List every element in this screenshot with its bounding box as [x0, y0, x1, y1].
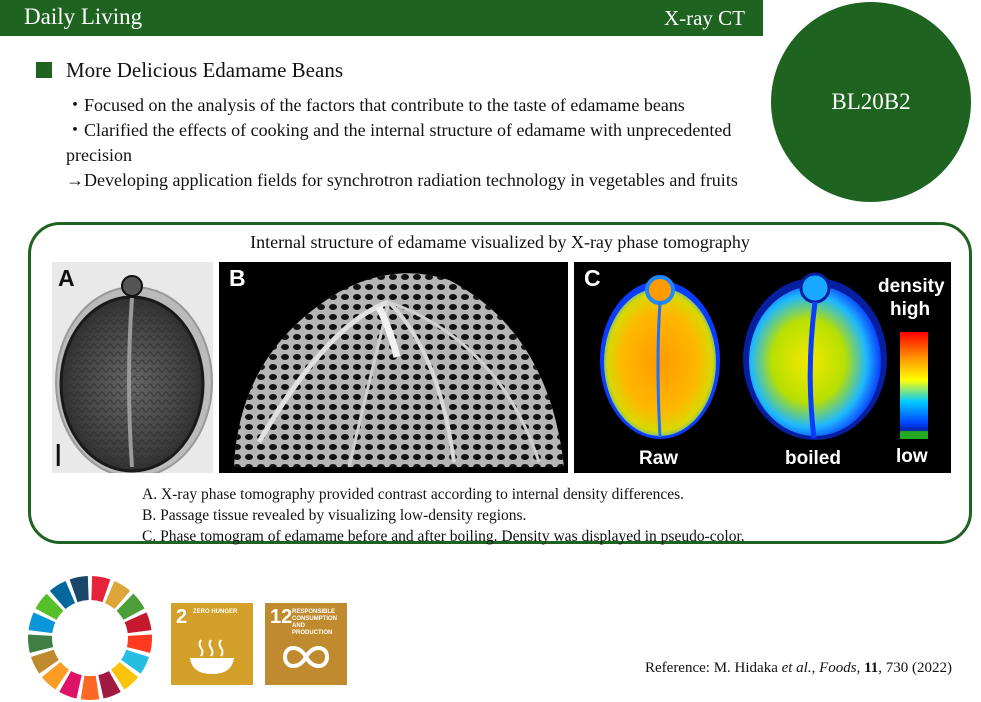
reference-prefix: Reference: M. Hidaka: [645, 660, 782, 676]
sdg-wheel-icon: [27, 576, 153, 701]
panel-b-label: B: [229, 265, 246, 291]
edamame-3d-render: [234, 273, 564, 468]
sdg-wheel-segment: [35, 593, 64, 620]
sdg-wheel-segment: [111, 661, 139, 690]
edamame-density-map: [600, 272, 928, 440]
sdg-wheel-segment: [124, 612, 152, 634]
beamline-badge: BL20B2: [771, 2, 971, 202]
category-title: Daily Living: [24, 4, 143, 29]
sdg2-number: 2: [176, 606, 188, 628]
panel-a-image: A |: [52, 262, 213, 473]
sdg-wheel-segment: [59, 670, 82, 699]
bullet-item: ・Clarified the effects of cooking and th…: [66, 120, 732, 165]
colorbar-low-label: low: [896, 446, 928, 467]
square-bullet-icon: [36, 62, 52, 78]
beamline-label: BL20B2: [831, 89, 911, 114]
sdg12-number: 12: [270, 606, 293, 628]
figure-title: Internal structure of edamame visualized…: [250, 232, 750, 252]
sdg-wheel-segment: [116, 593, 145, 620]
sdg-wheel-segment: [28, 612, 56, 634]
sdg-wheel-segment: [41, 661, 69, 690]
reference-comma: ,: [811, 660, 820, 676]
sdg2-text: ZERO HUNGER: [193, 609, 238, 615]
sdg-wheel-segment: [98, 670, 121, 699]
colorbar-title-density: density: [878, 276, 945, 297]
reference-journal: Foods: [819, 660, 857, 676]
sdg12-text: RESPONSIBLE CONSUMPTION AND PRODUCTION: [292, 609, 337, 636]
caption-a: A. X-ray phase tomography provided contr…: [142, 486, 685, 503]
bullet-item: ・Focused on the analysis of the factors …: [66, 95, 685, 115]
panel-a-label: A: [58, 265, 75, 291]
caption-c: C. Phase tomogram of edamame before and …: [142, 528, 745, 545]
technique-title: X-ray CT: [663, 6, 745, 30]
edamame-grayscale-image: [55, 275, 213, 473]
reference-etal: et al.: [781, 660, 812, 676]
sdg12-tile: 12 RESPONSIBLE CONSUMPTION AND PRODUCTIO…: [265, 603, 347, 685]
header-bar: Daily Living X-ray CT: [0, 0, 763, 36]
reference-text: Reference: M. Hidaka et al., Foods, 11, …: [645, 660, 952, 677]
sdg-wheel-segment: [49, 581, 76, 610]
sdg-wheel-segment: [126, 634, 153, 653]
panel-c-label: C: [584, 265, 601, 291]
sdg-wheel-segment: [121, 649, 149, 674]
sdg-wheel-segment: [80, 675, 100, 701]
bullet-list: ・Focused on the analysis of the factors …: [66, 93, 756, 193]
sdg-wheel-segment: [27, 634, 54, 653]
sdg-wheel-segment: [69, 576, 89, 603]
colorbar-title-high: high: [890, 299, 931, 320]
figure-captions: A. X-ray phase tomography provided contr…: [142, 484, 745, 547]
panel-c-image: C density high low Raw boiled: [574, 262, 951, 473]
caption-b: B. Passage tissue revealed by visualizin…: [142, 507, 527, 524]
reference-comma: ,: [856, 660, 865, 676]
reference-volume: 11: [864, 660, 879, 676]
sdg2-tile: 2 ZERO HUNGER: [171, 603, 253, 685]
bullet-item: →Developing application fields for synch…: [66, 170, 738, 190]
scale-bar: |: [55, 440, 62, 466]
sdg-wheel-segment: [104, 581, 131, 610]
infinity-loop-icon: [282, 646, 330, 668]
boiled-label: boiled: [785, 448, 841, 469]
soup-bowl-icon: [190, 639, 234, 674]
sdg-wheel-segment: [31, 649, 59, 674]
section-title: More Delicious Edamame Beans: [66, 58, 343, 82]
sdg-wheel-segment: [91, 576, 111, 603]
panel-b-image: B: [219, 262, 568, 473]
colorbar: [900, 332, 928, 439]
raw-label: Raw: [639, 448, 679, 469]
figure-frame: [28, 222, 972, 544]
reference-rest: , 730 (2022): [878, 660, 953, 676]
